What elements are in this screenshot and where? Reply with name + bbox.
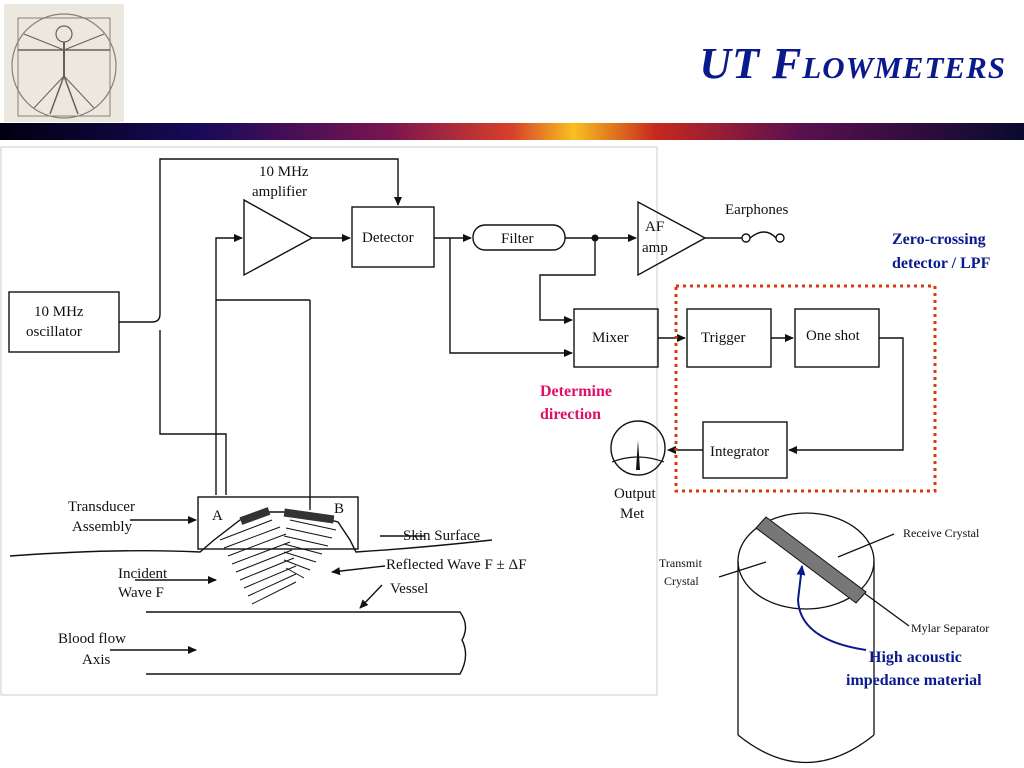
mylar-separator-label: Mylar Separator [911,621,989,635]
filter-label: Filter [501,231,534,247]
mixer-label: Mixer [592,330,629,346]
amplifier-label-line1: 10 MHz [259,164,309,180]
transmit-crystal-label-line2: Crystal [664,574,699,588]
slide-title: UT Flowmeters [699,39,1006,88]
vessel-tube [146,611,467,675]
ultrasound-beam-hatching [219,519,337,605]
crystal-inset-frame [658,505,1024,768]
earphones-label: Earphones [725,202,788,218]
detector-box [351,206,435,268]
one-shot-label: One shot [806,328,861,344]
transmit-crystal-label-line1: Transmit [659,556,703,570]
trigger-label: Trigger [701,330,745,346]
transducer-label-line1: Transducer [68,499,135,515]
transducer-assembly-box [197,496,359,550]
zero-crossing-annotation-line2: detector / LPF [892,255,991,272]
incident-wave-label-line1: Incident [118,566,168,582]
mylar-separator-strip [755,516,867,604]
receive-crystal-label: Receive Crystal [903,526,980,540]
label-b: B [334,501,344,517]
zero-crossing-highlight-box [674,284,937,493]
oscillator-label-line2: oscillator [26,324,82,340]
reflected-wave-label: Reflected Wave F ± ΔF [386,557,527,573]
high-acoustic-annotation-line1: High acoustic [869,649,962,666]
title-gradient-bar [0,123,1024,140]
output-meter-dial [610,420,666,476]
determine-direction-line1: Determine [540,383,612,400]
blood-flow-label-line2: Axis [82,652,111,668]
zero-crossing-annotation-line1: Zero-crossing [892,231,986,248]
amplifier-triangle [243,198,314,277]
transducer-label-line2: Assembly [72,519,133,535]
oscillator-label-line1: 10 MHz [34,304,84,320]
label-a: A [212,508,223,524]
integrator-label: Integrator [710,444,769,460]
af-amp-triangle [637,200,707,277]
vitruvian-man-logo [4,4,124,122]
vessel-label: Vessel [390,581,428,597]
blood-flow-label-line1: Blood flow [58,631,126,647]
high-impedance-pointer-arrow [796,565,867,651]
af-amp-label-line2: amp [642,240,668,256]
output-meter-label-line2: Met [620,506,645,522]
output-meter-label-line1: Output [614,486,657,502]
detector-label: Detector [362,230,414,246]
determine-direction-line2: direction [540,406,601,423]
high-acoustic-annotation-line2: impedance material [846,672,982,689]
incident-wave-label-line2: Wave F [118,585,164,601]
amplifier-label-line2: amplifier [252,184,307,200]
af-amp-label-line1: AF [645,219,664,235]
crystal-cylinder [718,512,910,763]
skin-surface-label: Skin Surface [403,528,480,544]
